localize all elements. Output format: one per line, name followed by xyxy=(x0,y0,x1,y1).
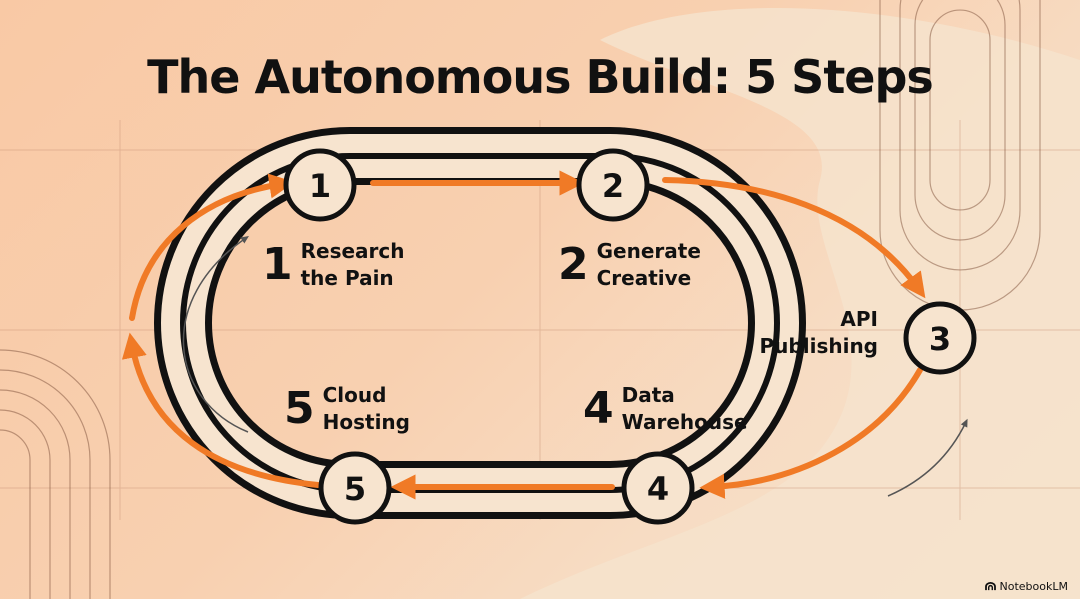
step-1-label: 1 Research the Pain xyxy=(262,238,405,292)
arrow-left-to-1 xyxy=(129,173,295,321)
brand-name: NotebookLM xyxy=(999,580,1068,593)
arrow-2-to-3 xyxy=(662,177,926,299)
node-3: 3 xyxy=(903,301,977,375)
node-4: 4 xyxy=(621,451,695,525)
step-4-number: 4 xyxy=(583,383,614,434)
inner-flow-lines xyxy=(182,235,968,497)
node-2-number: 2 xyxy=(602,167,624,205)
step-5-line2: Hosting xyxy=(322,410,410,434)
step-4-line1: Data xyxy=(621,383,675,407)
flow-arrows xyxy=(121,170,926,500)
step-5-line1: Cloud xyxy=(322,383,387,407)
arrow-3-to-4 xyxy=(699,367,923,499)
node-2: 2 xyxy=(576,148,650,222)
node-1: 1 xyxy=(283,148,357,222)
step-5-number: 5 xyxy=(284,383,315,434)
brand-watermark: NotebookLM xyxy=(984,580,1068,593)
step-3-line1: API xyxy=(840,307,878,331)
step-2-number: 2 xyxy=(558,239,589,290)
step-4-line2: Warehouse xyxy=(621,410,748,434)
node-5: 5 xyxy=(318,451,392,525)
step-3-line2: Publishing xyxy=(759,334,878,358)
step-2-line2: Creative xyxy=(596,266,692,290)
notebooklm-logo-icon xyxy=(984,582,996,591)
step-3-label: API Publishing xyxy=(740,306,878,360)
arrow-5-up xyxy=(121,332,321,488)
node-5-number: 5 xyxy=(344,470,366,508)
step-1-number: 1 xyxy=(262,239,293,290)
node-3-number: 3 xyxy=(929,320,951,358)
racetrack xyxy=(154,127,806,519)
step-1-line1: Research xyxy=(300,239,405,263)
step-1-line2: the Pain xyxy=(300,266,394,290)
node-1-number: 1 xyxy=(309,167,331,205)
node-4-number: 4 xyxy=(647,470,669,508)
step-2-line1: Generate xyxy=(596,239,701,263)
page-title: The Autonomous Build: 5 Steps xyxy=(147,50,934,104)
